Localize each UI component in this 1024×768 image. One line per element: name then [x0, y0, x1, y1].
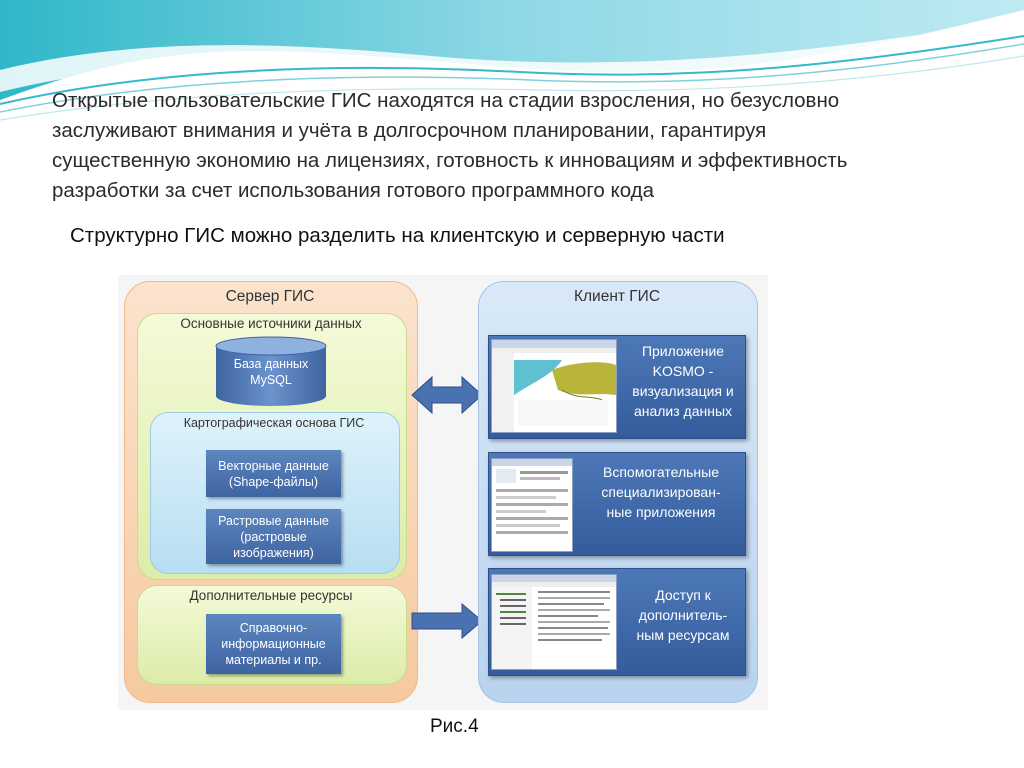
- auxiliary-apps-label: Вспомогательные специализирован- ные при…: [601, 464, 721, 520]
- server-title: Сервер ГИС: [225, 288, 315, 305]
- cartographic-base-title: Картографическая основа ГИС: [183, 416, 365, 430]
- paragraph-line-2: заслуживают внимания и учёта в долгосроч…: [52, 119, 767, 142]
- additional-resources-title: Дополнительные ресурсы: [189, 588, 353, 603]
- paragraph-line-4: разработки за счет использования готовог…: [52, 179, 655, 202]
- reference-materials-box: Справочно- информационные материалы и пр…: [206, 614, 341, 674]
- auxiliary-screenshot-image: [491, 458, 573, 552]
- vector-data-box: Векторные данные (Shape-файлы): [206, 450, 341, 497]
- paragraph-line-1: Открытые пользовательские ГИС находятся …: [52, 89, 840, 112]
- data-sources-title: Основные источники данных: [180, 316, 362, 331]
- kosmo-app-label: Приложение KOSMO - визуализация и анализ…: [632, 343, 734, 419]
- reference-materials-label: Справочно- информационные материалы и пр…: [221, 621, 326, 667]
- vector-data-label: Векторные данные (Shape-файлы): [218, 458, 329, 489]
- double-arrow-icon: [410, 374, 484, 416]
- paragraph-line-3: существенную экономию на лицензиях, гото…: [52, 149, 848, 172]
- header-wave-decoration: [0, 0, 1024, 130]
- raster-data-label: Растровые данные (растровые изображения): [218, 513, 329, 560]
- client-title: Клиент ГИС: [573, 288, 661, 305]
- kosmo-screenshot-image: [491, 339, 617, 433]
- right-arrow-icon: [410, 602, 484, 640]
- additional-access-label: Доступ к дополнитель- ным ресурсам: [636, 587, 730, 643]
- raster-data-box: Растровые данные (растровые изображения): [206, 509, 341, 564]
- structure-subtitle: Структурно ГИС можно разделить на клиент…: [70, 224, 725, 247]
- figure-caption: Рис.4: [430, 716, 479, 737]
- access-screenshot-image: [491, 574, 617, 670]
- intro-paragraph: Открытые пользовательские ГИС находятся …: [52, 86, 982, 206]
- database-label: База данных MySQL: [233, 357, 309, 387]
- database-cylinder-icon: [214, 336, 328, 408]
